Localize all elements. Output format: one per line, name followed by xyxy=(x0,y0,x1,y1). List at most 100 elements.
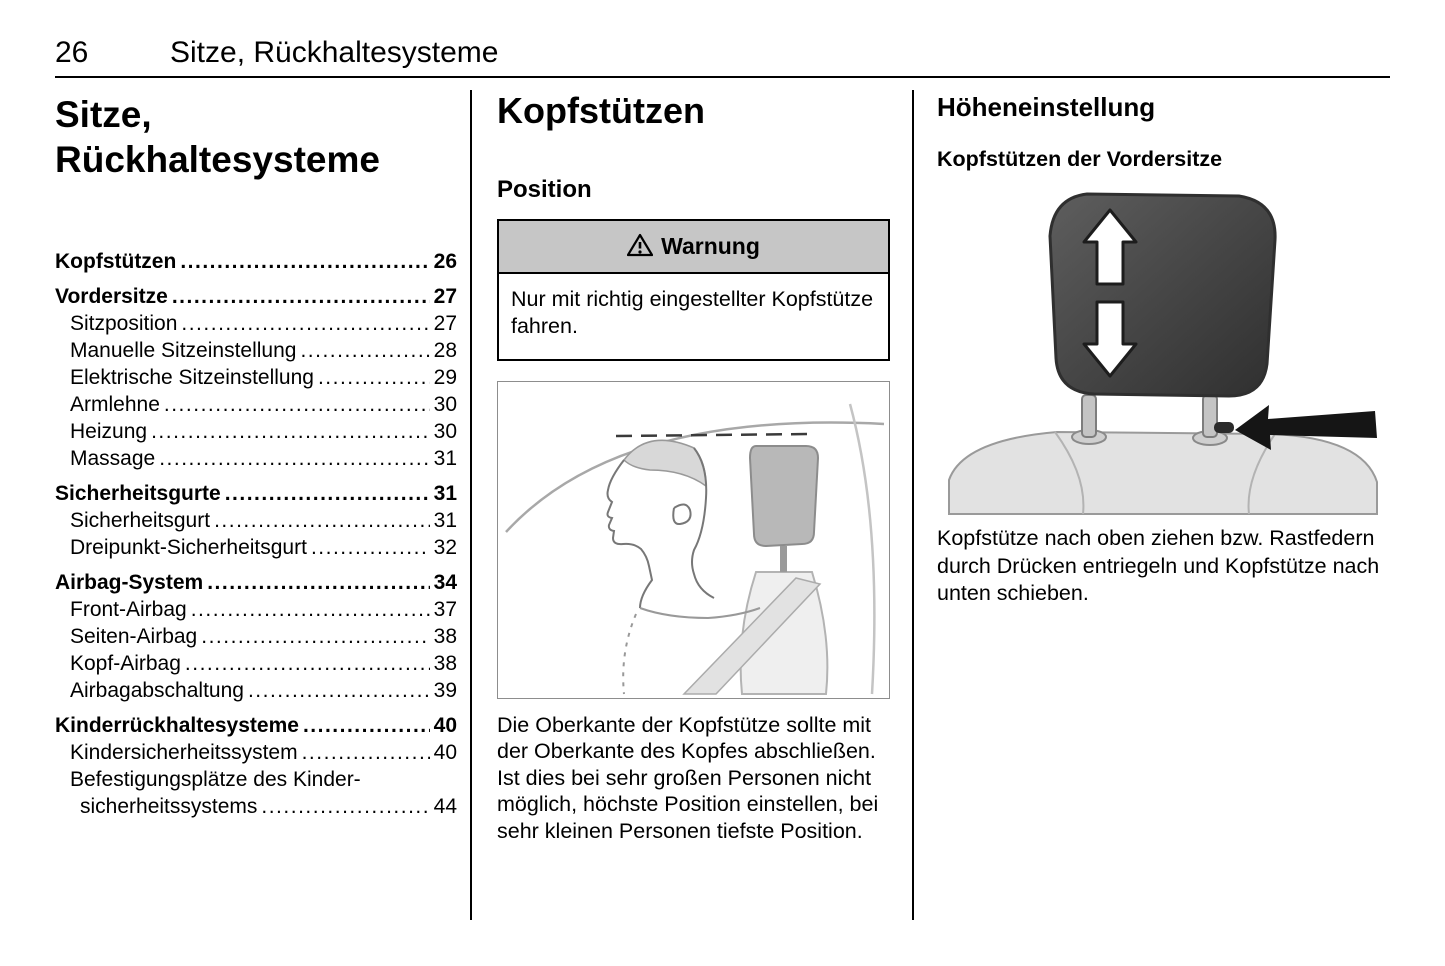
toc-entry: Dreipunkt-Sicherheitsgurt 32 xyxy=(55,534,457,561)
toc-entry-label: sicherheitssystems xyxy=(80,795,258,819)
toc-leader-dots xyxy=(151,418,430,445)
toc-entry-page: 26 xyxy=(433,250,457,274)
toc-entry: Sitzposition 27 xyxy=(55,310,457,337)
toc-leader-dots xyxy=(180,248,429,275)
toc-leader-dots xyxy=(261,793,429,820)
toc-entry-page: 34 xyxy=(433,571,457,595)
headrest xyxy=(748,444,820,547)
section-heading: Kopfstützen xyxy=(497,90,705,131)
toc-entry-page: 31 xyxy=(433,509,457,533)
toc-entry: Massage31 xyxy=(55,445,457,472)
toc-entry: Airbag-System34 xyxy=(55,569,457,596)
toc-entry: Kopfstützen 26 xyxy=(55,248,457,275)
person-shoulder xyxy=(639,606,761,619)
position-body-text: Die Oberkante der Kopfstütze sollte mit … xyxy=(497,712,879,843)
headrest-position-figure xyxy=(497,380,890,699)
toc-entry-label: Kinderrückhaltesysteme xyxy=(55,714,299,738)
up-arrow-icon xyxy=(1082,208,1138,286)
toc-entry-label: Kopf-Airbag xyxy=(70,652,181,676)
warning-triangle-icon xyxy=(626,233,654,256)
toc-entry-label: Elektrische Sitzeinstellung xyxy=(70,366,314,390)
warning-text: Nur mit richtig eingestellter Kopfstütze… xyxy=(499,273,888,359)
toc-entry-page: 27 xyxy=(433,285,457,309)
toc-leader-dots xyxy=(181,310,429,337)
toc-entry-label: Front-Airbag xyxy=(70,598,187,622)
chapter-title-line2: Rückhaltesysteme xyxy=(55,139,380,181)
toc-entry-label: Sicherheitsgurt xyxy=(70,509,211,533)
toc-entry-label: Sitzposition xyxy=(70,312,178,336)
height-adjustment-illustration xyxy=(948,192,1378,515)
toc-entry-page: 28 xyxy=(433,339,457,363)
toc-entry: Seiten-Airbag38 xyxy=(55,623,457,650)
toc-entry-page: 39 xyxy=(433,679,457,703)
warning-title: Warnung xyxy=(661,232,760,259)
toc-entry-page: 27 xyxy=(433,312,457,336)
subsection-heading: Position xyxy=(497,175,592,203)
chapter-title-line1: Sitze, xyxy=(55,94,152,135)
toc-entry-page: 38 xyxy=(433,625,457,649)
chapter-title: Sitze, Rückhaltesysteme xyxy=(55,92,457,182)
left-column: Sitze, Rückhaltesysteme Kopfstützen 26Vor… xyxy=(55,92,457,820)
toc-leader-dots xyxy=(172,283,430,310)
toc-entry: sicherheitssystems 44 xyxy=(55,793,457,820)
toc-entry-page: 29 xyxy=(433,366,457,390)
toc-entry-label: Airbagabschaltung xyxy=(70,679,244,703)
toc-entry-page: 44 xyxy=(433,795,457,819)
headrest-post-left xyxy=(1081,394,1097,438)
toc-entry-label: Armlehne xyxy=(70,393,160,417)
height-adjustment-figure xyxy=(937,178,1393,523)
toc-leader-dots xyxy=(201,623,429,650)
toc-entry-page: 40 xyxy=(433,714,457,738)
column-separator xyxy=(912,90,914,920)
toc-leader-dots xyxy=(164,391,430,418)
toc-entry: Sicherheitsgurt 31 xyxy=(55,507,457,534)
toc-entry-label: Manuelle Sitzeinstellung xyxy=(70,339,297,363)
toc-entry-page: 30 xyxy=(433,420,457,444)
toc-leader-dots xyxy=(300,337,429,364)
toc-leader-dots xyxy=(191,596,430,623)
toc-leader-dots xyxy=(248,677,430,704)
toc-entry-page: 40 xyxy=(433,741,457,765)
toc-entry: Befestigungsplätze des Kinder- xyxy=(55,766,457,793)
page-number: 26 xyxy=(55,36,89,69)
toc-entry-label: Kopfstützen xyxy=(55,250,177,274)
warning-box: Warnung Nur mit richtig eingestellter Ko… xyxy=(497,218,890,361)
seat-top xyxy=(948,430,1378,515)
torso-dashed-line xyxy=(622,613,637,694)
section-heading: Höheneinstellung xyxy=(937,92,1156,122)
table-of-contents: Kopfstützen 26Vordersitze27Sitzposition 27… xyxy=(55,248,457,820)
toc-leader-dots xyxy=(207,569,429,596)
down-arrow-icon xyxy=(1082,300,1138,378)
toc-entry-page: 32 xyxy=(433,536,457,560)
toc-leader-dots xyxy=(318,364,430,391)
headrest-position-illustration xyxy=(505,403,885,695)
toc-entry: Front-Airbag37 xyxy=(55,596,457,623)
toc-leader-dots xyxy=(214,507,430,534)
pillar-line xyxy=(848,403,876,694)
toc-entry: Armlehne 30 xyxy=(55,391,457,418)
toc-entry: Sicherheitsgurte31 xyxy=(55,480,457,507)
toc-leader-dots xyxy=(302,739,430,766)
release-button xyxy=(1214,422,1234,433)
toc-entry-label: Dreipunkt-Sicherheitsgurt xyxy=(70,536,307,560)
person-ear xyxy=(672,503,692,525)
toc-entry-page: 30 xyxy=(433,393,457,417)
toc-entry: Kinderrückhaltesysteme 40 xyxy=(55,712,457,739)
toc-entry: Elektrische Sitzeinstellung 29 xyxy=(55,364,457,391)
toc-entry: Airbagabschaltung 39 xyxy=(55,677,457,704)
toc-entry-label: Kindersicherheitssystem xyxy=(70,741,298,765)
middle-column: Kopfstützen Position Warnung Nur mit ric… xyxy=(497,92,890,866)
toc-entry: Vordersitze27 xyxy=(55,283,457,310)
toc-leader-dots xyxy=(303,712,430,739)
toc-entry: Kopf-Airbag38 xyxy=(55,650,457,677)
toc-entry-label: Heizung xyxy=(70,420,148,444)
running-header: 26 Sitze, Rückhaltesysteme xyxy=(55,36,1390,76)
release-pointer-arrow-icon xyxy=(1235,405,1377,450)
right-column: Höheneinstellung Kopfstützen der Vorders… xyxy=(937,92,1393,629)
toc-entry-label: Sicherheitsgurte xyxy=(55,482,221,506)
subsection-heading: Kopfstützen der Vordersitze xyxy=(937,147,1223,171)
toc-entry-label: Befestigungsplätze des Kinder- xyxy=(70,768,361,792)
toc-entry: Manuelle Sitzeinstellung 28 xyxy=(55,337,457,364)
toc-leader-dots xyxy=(185,650,430,677)
